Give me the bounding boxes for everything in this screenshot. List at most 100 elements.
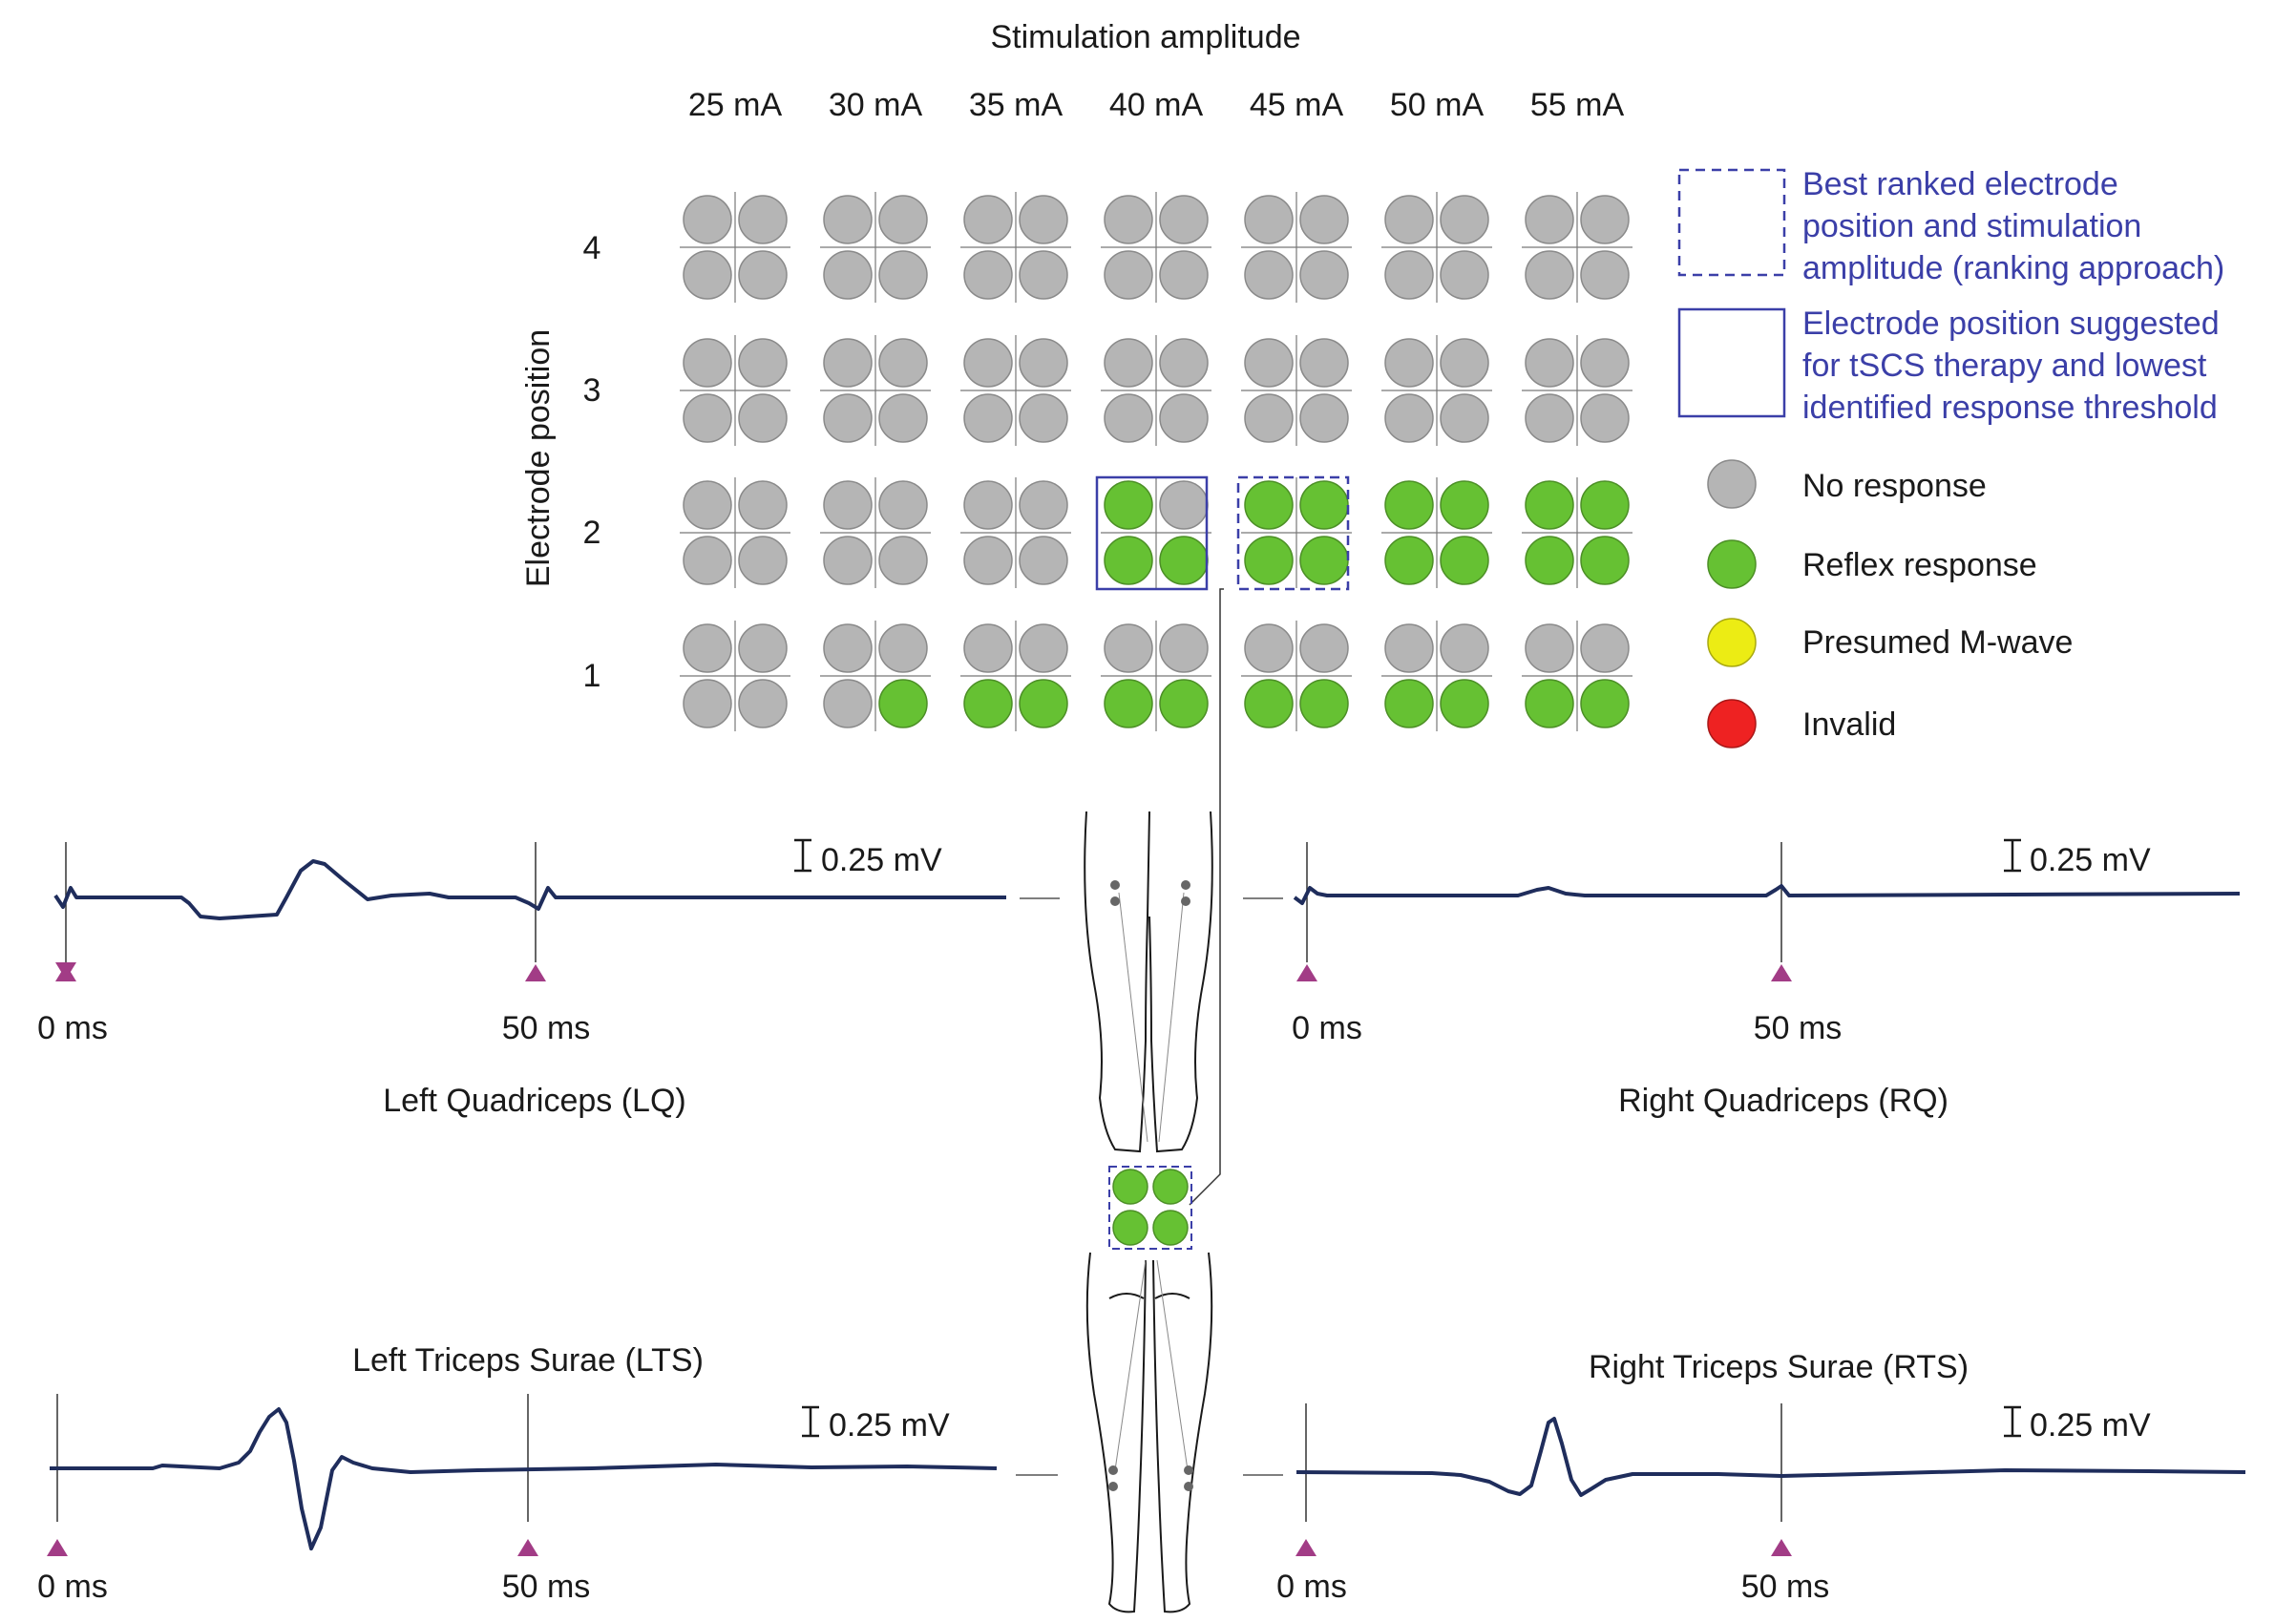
right-knee-crease — [1154, 1293, 1190, 1299]
stim-marker — [1295, 1539, 1317, 1556]
muscle-label: Left Triceps Surae (LTS) — [352, 1342, 704, 1379]
electrode-reflex — [1244, 536, 1294, 585]
leg-illustration — [1084, 811, 1213, 1613]
legend-swatch-invalid — [1707, 699, 1757, 748]
electrode-cell — [680, 621, 790, 731]
y-axis-label: Electrode position — [520, 329, 557, 587]
electrode-cell — [1522, 192, 1632, 303]
electrode-cell — [960, 477, 1071, 588]
electrode-no-response — [738, 679, 788, 728]
electrode-no-response — [963, 480, 1013, 530]
electrode-no-response — [1580, 250, 1630, 300]
muscle-label: Left Quadriceps (LQ) — [383, 1083, 685, 1119]
electrode-cell — [1241, 335, 1352, 446]
electrode-no-response — [738, 338, 788, 388]
electrode-no-response — [1580, 195, 1630, 244]
electrode-reflex — [1384, 679, 1434, 728]
scale-bar — [2004, 1405, 2021, 1438]
recording-electrode — [1108, 1465, 1118, 1475]
electrode-reflex — [1580, 480, 1630, 530]
left-knee-crease — [1108, 1293, 1145, 1299]
legend-suggested-line: identified response threshold — [1802, 390, 2218, 426]
electrode-reflex — [1525, 679, 1574, 728]
electrode-cell — [1101, 192, 1211, 303]
time-label: 50 ms — [502, 1010, 591, 1046]
legend-best-line: position and stimulation — [1802, 208, 2141, 244]
recording-electrode — [1110, 896, 1120, 906]
recording-electrode — [1181, 880, 1190, 890]
electrode-no-response — [1104, 250, 1153, 300]
electrode-no-response — [1244, 338, 1294, 388]
electrode-cell — [1101, 621, 1211, 731]
legend-label: Reflex response — [1802, 547, 2037, 583]
amplitude-label: 55 mA — [1530, 87, 1625, 123]
scale-bar — [802, 1405, 819, 1438]
emg-trace — [1295, 1417, 2246, 1497]
electrode-no-response — [1384, 250, 1434, 300]
electrode-no-response — [963, 623, 1013, 673]
legend-dashed-frame — [1677, 168, 1786, 277]
electrode-reflex — [1299, 536, 1349, 585]
scale-label: 0.25 mV — [821, 842, 942, 878]
electrode-no-response — [1244, 195, 1294, 244]
electrode-cell — [1241, 192, 1352, 303]
muscle-label: Right Quadriceps (RQ) — [1618, 1083, 1948, 1119]
legend-label: Invalid — [1802, 706, 1896, 743]
electrode-no-response — [1104, 393, 1153, 443]
electrode-cell — [960, 621, 1071, 731]
electrode-no-response — [1580, 623, 1630, 673]
legend-suggested-line: for tSCS therapy and lowest — [1802, 348, 2207, 384]
panel-right-triceps-surae: Right Triceps Surae (RTS) 0 ms 50 ms 0.2… — [1276, 1349, 2246, 1605]
left-calf-outline — [1085, 1252, 1147, 1613]
electrode-no-response — [823, 195, 873, 244]
electrode-no-response — [1299, 393, 1349, 443]
right-thigh-outline — [1148, 811, 1213, 1153]
connector-line — [1189, 588, 1224, 1206]
electrode-no-response — [1019, 480, 1068, 530]
electrode-reflex — [1384, 536, 1434, 585]
electrode-no-response — [823, 393, 873, 443]
left-thigh-outline — [1084, 811, 1150, 1153]
electrode-cell — [1241, 477, 1352, 588]
legend-suggested-line: Electrode position suggested — [1802, 306, 2220, 342]
position-labels: 4 3 2 1 — [583, 230, 601, 694]
panel-left-quadriceps: 0 ms 50 ms 0.25 mV Left Quadriceps (LQ) — [37, 838, 1006, 1119]
electrode-no-response — [1525, 338, 1574, 388]
electrode-no-response — [1104, 623, 1153, 673]
recording-electrode — [1184, 1482, 1193, 1491]
electrode-no-response — [1440, 393, 1489, 443]
stimulation-electrode-array — [1108, 1166, 1192, 1250]
electrode-no-response — [1440, 250, 1489, 300]
stim-marker — [525, 964, 546, 981]
stim-marker — [1296, 964, 1317, 981]
panel-left-triceps-surae: Left Triceps Surae (LTS) 0 ms 50 ms 0.25… — [37, 1342, 998, 1605]
electrode-no-response — [963, 338, 1013, 388]
electrode-cell — [1381, 621, 1492, 731]
electrode-no-response — [1440, 338, 1489, 388]
suggested-position-frame — [1095, 475, 1209, 591]
amplitude-label: 35 mA — [969, 87, 1064, 123]
legend-swatch-m-wave — [1707, 618, 1757, 667]
electrode-no-response — [1244, 623, 1294, 673]
electrode-no-response — [683, 679, 732, 728]
emg-trace — [1293, 884, 2241, 905]
legend-label: No response — [1802, 468, 1987, 504]
electrode-no-response — [1299, 623, 1349, 673]
electrode-cell — [680, 192, 790, 303]
electrode-reflex — [1104, 679, 1153, 728]
recording-electrode — [1108, 1482, 1118, 1491]
electrode-reflex — [1104, 480, 1153, 530]
electrode-no-response — [1104, 338, 1153, 388]
electrode-no-response — [1299, 195, 1349, 244]
position-label: 3 — [583, 372, 601, 409]
electrode-reflex — [1580, 536, 1630, 585]
electrode-no-response — [1299, 338, 1349, 388]
electrode-cell — [680, 477, 790, 588]
electrode-no-response — [1019, 536, 1068, 585]
electrode-reflex — [1440, 536, 1489, 585]
amplitude-label: 50 mA — [1390, 87, 1485, 123]
legend-swatch-no-response — [1707, 459, 1757, 509]
stim-electrode — [1112, 1169, 1148, 1205]
electrode-no-response — [1580, 338, 1630, 388]
scale-label: 0.25 mV — [2030, 1407, 2151, 1444]
